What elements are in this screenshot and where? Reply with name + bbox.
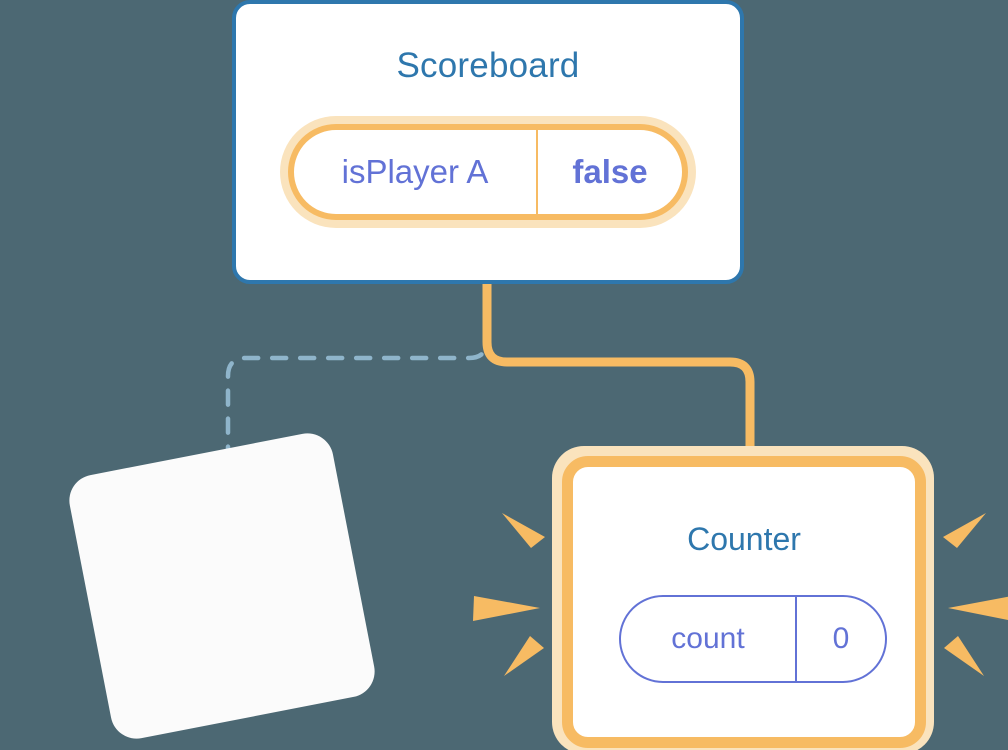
solid-connector-path — [482, 284, 755, 462]
burst-card[interactable] — [64, 428, 380, 744]
counter-pill-key: count — [621, 597, 797, 681]
counter-card[interactable]: Counter count 0 — [562, 456, 926, 748]
scoreboard-pill-key: isPlayer A — [294, 130, 538, 214]
counter-pill-value: 0 — [832, 622, 850, 655]
counter-title: Counter — [687, 521, 801, 557]
counter-rays-left — [473, 513, 545, 676]
scoreboard-state-pill[interactable]: isPlayer A false — [288, 124, 688, 220]
scoreboard-title: Scoreboard — [396, 46, 580, 85]
counter-rays-right — [943, 513, 1008, 676]
scoreboard-card[interactable]: Scoreboard isPlayer A false — [232, 0, 744, 284]
scoreboard-pill-value: false — [572, 153, 648, 190]
counter-state-pill[interactable]: count 0 — [619, 595, 887, 683]
